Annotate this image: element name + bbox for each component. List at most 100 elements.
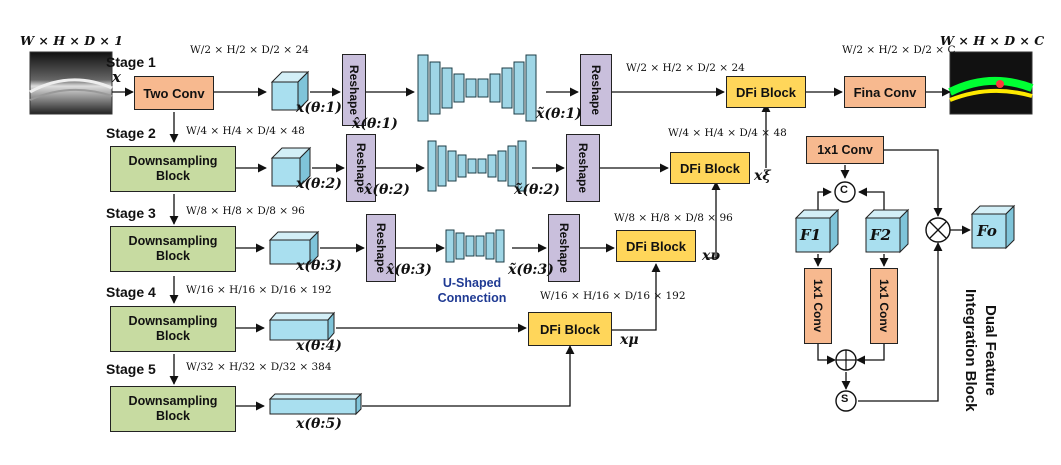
unet-layer	[501, 67, 513, 109]
feature-cube-5	[268, 392, 363, 416]
xtilde-theta1: x̃(θ:1)	[536, 106, 582, 122]
stage-4-label: Stage 4	[106, 284, 156, 300]
downsampling-block-3: Downsampling Block	[110, 226, 236, 272]
fo-label: Fo	[977, 222, 997, 240]
xhat-theta2: x̂(θ:2)	[364, 182, 410, 198]
f2-label: F2	[870, 226, 892, 244]
x-xi: xξ	[754, 168, 771, 184]
dfib-title-text: Dual Feature Integration Block	[962, 288, 999, 412]
dfi-block-2: DFi Block	[670, 152, 750, 184]
stage-2-dims: W/4 × H/4 × D/4 × 48	[186, 125, 305, 137]
unet-layer	[517, 140, 527, 192]
dfi-block-4: DFi Block	[528, 312, 612, 346]
u-shaped-text: U-Shaped Connection	[437, 276, 507, 305]
downsampling-label-2: Downsampling Block	[128, 154, 218, 183]
feature-cube-1	[270, 70, 310, 112]
input-symbol: x	[112, 68, 121, 86]
xtilde-theta3: x̃(θ:3)	[508, 262, 554, 278]
dfib-1x1-conv-right-label: 1x1 Conv	[877, 279, 891, 333]
unet-layer	[445, 229, 455, 263]
unet-layer	[429, 61, 441, 115]
reshape-2a: Reshape	[346, 134, 376, 202]
unet-layer	[437, 145, 447, 187]
reshape-2b: Reshape	[566, 134, 600, 202]
dfi-label: DFi Block	[736, 84, 796, 100]
x-mu: xμ	[620, 332, 639, 348]
unet-layer	[507, 145, 517, 187]
dfib-1x1-conv-left: 1x1 Conv	[804, 268, 832, 344]
reshape-3b: Reshape	[548, 214, 580, 282]
dfi3-dims: W/8 × H/8 × D/8 × 96	[614, 212, 733, 224]
unet-layer	[497, 150, 507, 182]
dfi-label: DFi Block	[540, 321, 600, 337]
unet-layer	[465, 78, 477, 98]
unet-layer	[475, 235, 485, 257]
x-theta2: x(θ:2)	[296, 176, 342, 192]
reshape-label: Reshape	[347, 64, 361, 116]
xhat-theta1: x̂(θ:1)	[352, 116, 398, 132]
input-oct-image	[29, 51, 113, 115]
multiply-op-icon	[925, 217, 951, 243]
reshape-label: Reshape	[557, 222, 571, 274]
downsampling-block-5: Downsampling Block	[110, 386, 236, 432]
sigmoid-op-icon	[835, 390, 857, 412]
dfi-label: DFi Block	[626, 238, 686, 254]
unet-layer	[457, 154, 467, 178]
arrows	[112, 87, 971, 411]
xtilde-theta2: x̃(θ:2)	[514, 182, 560, 198]
dfib-1x1-conv-right: 1x1 Conv	[870, 268, 898, 344]
unet-layer	[513, 61, 525, 115]
dfi-label: DFi Block	[680, 160, 740, 176]
unet-layer	[487, 154, 497, 178]
stage-3-dims: W/8 × H/8 × D/8 × 96	[186, 205, 305, 217]
concat-op-icon	[834, 181, 856, 203]
stage-1-dims: W/2 × H/2 × D/2 × 24	[190, 44, 309, 56]
unet-layer	[477, 158, 487, 174]
dfib-1x1-conv-left-label: 1x1 Conv	[811, 279, 825, 333]
reshape-label: Reshape	[589, 64, 603, 116]
unet-layer	[495, 229, 505, 263]
stage-5-label: Stage 5	[106, 361, 156, 377]
downsampling-label-4: Downsampling Block	[128, 314, 218, 343]
reshape-3a: Reshape	[366, 214, 396, 282]
unet-layer	[441, 67, 453, 109]
dfi-block-1: DFi Block	[726, 76, 806, 108]
unet-layer	[467, 158, 477, 174]
dfi4-dims: W/16 × H/16 × D/16 × 192	[540, 290, 686, 302]
reshape-label: Reshape	[354, 142, 368, 194]
stage-2-label: Stage 2	[106, 125, 156, 141]
sigmoid-label: S	[841, 393, 849, 405]
x-theta1: x(θ:1)	[296, 100, 342, 116]
unet-layer	[489, 73, 501, 103]
stage-4-dims: W/16 × H/16 × D/16 × 192	[186, 284, 332, 296]
dfi1-dims: W/2 × H/2 × D/2 × 24	[626, 62, 745, 74]
final-conv-label: Fina Conv	[853, 84, 917, 100]
final-conv-block: Fina Conv	[844, 76, 926, 108]
dfi-block-3: DFi Block	[616, 230, 696, 262]
unet-layer	[447, 150, 457, 182]
u-shaped-connection-label: U-Shaped Connection	[426, 276, 518, 306]
reshape-label: Reshape	[576, 142, 590, 194]
x-theta3: x(θ:3)	[296, 258, 342, 274]
reshape-1b: Reshape	[580, 54, 612, 126]
concat-label: C	[840, 184, 848, 196]
reshape-label: Reshape	[374, 222, 388, 274]
final-conv-dims: W/2 × H/2 × D/2 × C	[842, 44, 956, 56]
downsampling-label-5: Downsampling Block	[128, 394, 218, 423]
downsampling-block-4: Downsampling Block	[110, 306, 236, 352]
add-op-icon	[835, 349, 857, 371]
two-conv-label: Two Conv	[143, 85, 205, 101]
feature-cube-4	[268, 311, 336, 342]
input-dims-label: W × H × D × 1	[20, 33, 123, 48]
reshape-1a: Reshape	[342, 54, 366, 126]
stage-5-dims: W/32 × H/32 × D/32 × 384	[186, 361, 332, 373]
dfib-1x1-conv-top-label: 1x1 Conv	[817, 143, 873, 157]
two-conv-block: Two Conv	[134, 76, 214, 110]
x-theta5: x(θ:5)	[296, 416, 342, 432]
xhat-theta3: x̂(θ:3)	[386, 262, 432, 278]
unet-large	[417, 54, 537, 122]
unet-layer	[485, 232, 495, 260]
dfib-1x1-conv-top: 1x1 Conv	[806, 136, 884, 164]
downsampling-block-2: Downsampling Block	[110, 146, 236, 192]
